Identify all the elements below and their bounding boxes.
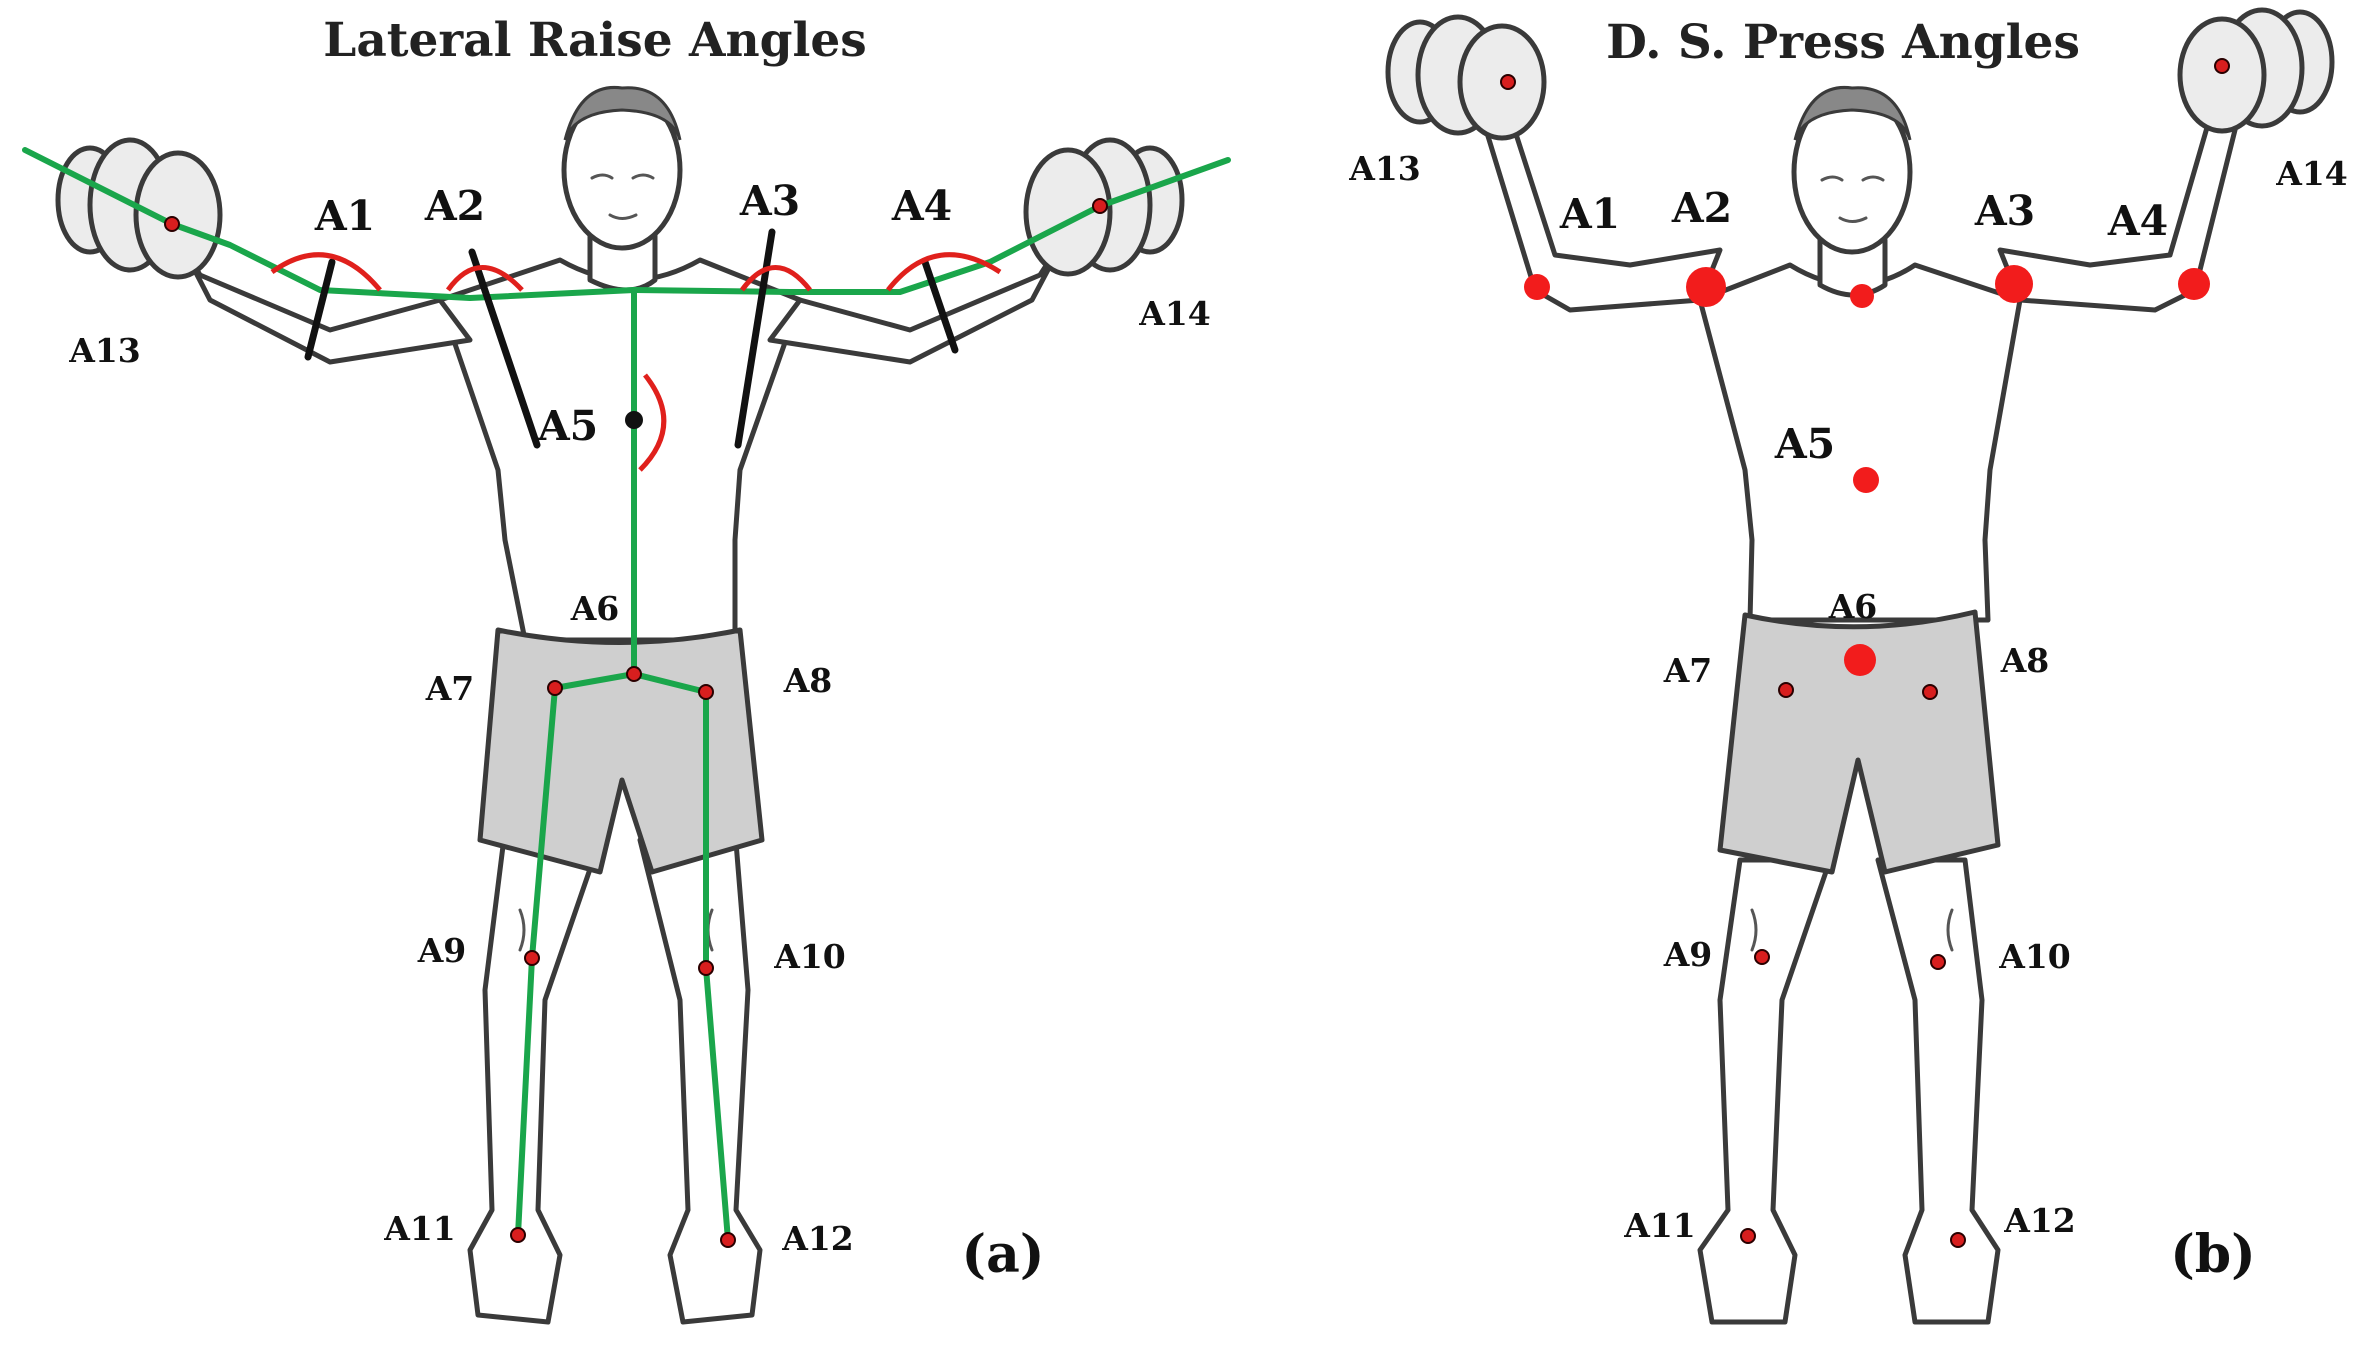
label-b7: A7: [1663, 651, 1713, 690]
label-a4: A4: [891, 182, 952, 230]
panel-b: D. S. Press Angles: [1348, 7, 2348, 1325]
label-a3: A3: [739, 177, 800, 225]
right-leg-b: [1875, 857, 2001, 1325]
label-a5: A5: [537, 402, 598, 450]
right-leg-a: [637, 827, 763, 1325]
labels-b: A1 A2 A3 A4 A5 A6 A7 A8 A9 A10 A11 A12 A…: [1348, 149, 2348, 1245]
label-a14: A14: [1138, 294, 1211, 333]
label-a1: A1: [314, 192, 375, 240]
joints-a: [164, 198, 1108, 1248]
label-a11: A11: [383, 1209, 456, 1248]
label-a12: A12: [781, 1219, 854, 1258]
label-a6: A6: [570, 589, 620, 628]
label-a8: A8: [783, 661, 833, 700]
label-b11: A11: [1623, 1206, 1696, 1245]
label-a2: A2: [424, 182, 485, 230]
label-b2: A2: [1671, 184, 1732, 232]
shorts-b: [1717, 609, 2001, 875]
panel-a-title: Lateral Raise Angles: [323, 13, 866, 68]
label-a10: A10: [773, 937, 846, 976]
caption-b: (b): [2170, 1224, 2256, 1285]
joints-b: [1500, 58, 2230, 1248]
label-b12: A12: [2003, 1201, 2076, 1240]
panel-a: Lateral Raise Angles: [22, 13, 1231, 1325]
label-b10: A10: [1998, 937, 2071, 976]
figure-a-body: [55, 85, 1185, 1325]
right-arm-a: [767, 229, 1071, 365]
dumbbell-left-b: [1385, 14, 1547, 141]
label-b8: A8: [2000, 641, 2050, 680]
dumbbell-right-b: [2177, 7, 2335, 134]
label-b14: A14: [2275, 154, 2348, 193]
label-a13: A13: [68, 331, 141, 370]
torso-b: [1697, 262, 2023, 623]
face-b: [1820, 175, 1885, 223]
angle-arcs-a: [270, 252, 1002, 472]
caption-a: (a): [962, 1224, 1045, 1285]
label-a9: A9: [417, 931, 467, 970]
shorts-a: [477, 627, 765, 875]
face-a: [590, 173, 655, 220]
label-b3: A3: [1974, 187, 2035, 235]
knee-detail-b: [1750, 908, 1954, 952]
left-leg-a: [467, 827, 603, 1325]
label-b4: A4: [2107, 197, 2168, 245]
label-b13: A13: [1348, 149, 1421, 188]
labels-a: A1 A2 A3 A4 A5 A6 A7 A8 A9 A10 A11 A12 A…: [68, 177, 1211, 1258]
left-leg-b: [1697, 857, 1833, 1325]
label-b9: A9: [1663, 935, 1713, 974]
label-b5: A5: [1774, 420, 1835, 468]
figure-b-body: [1385, 7, 2335, 1325]
label-b1: A1: [1559, 190, 1620, 238]
hair-a: [563, 85, 682, 141]
hair-b: [1793, 85, 1912, 141]
label-b6: A6: [1828, 587, 1878, 626]
label-a7: A7: [425, 669, 475, 708]
panel-b-title: D. S. Press Angles: [1606, 15, 2080, 70]
